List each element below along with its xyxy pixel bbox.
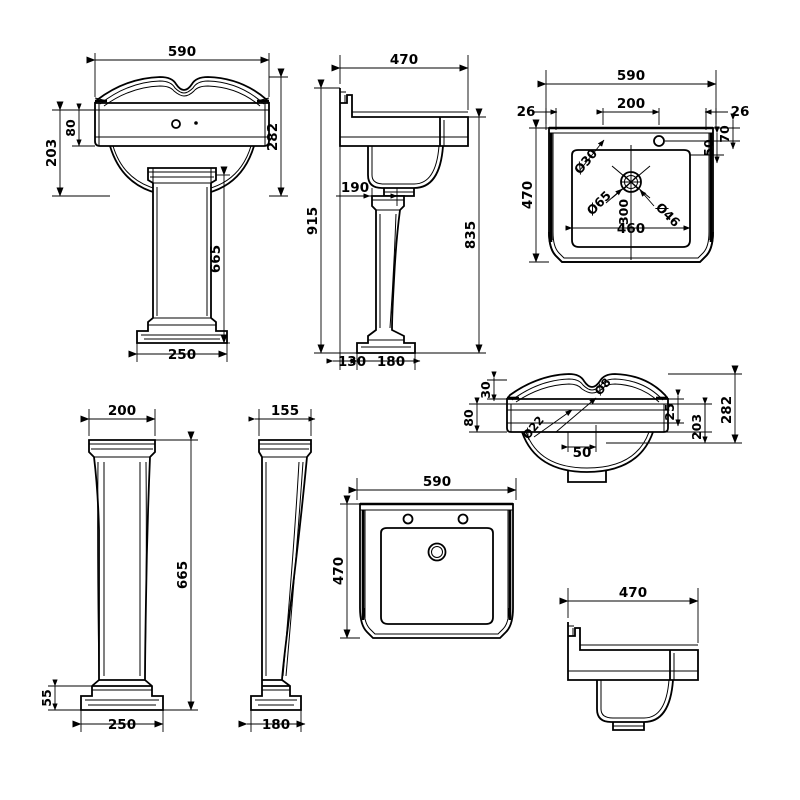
dim-label-915-side: 915 — [305, 207, 321, 235]
view-pedestal-front: 200 665 55 250 — [39, 403, 198, 733]
waste-mark — [171, 119, 181, 129]
dim-label-470-side-section: 470 — [619, 585, 647, 601]
dim-label-460-plan: 460 — [617, 221, 645, 237]
dim-460-plan: 460 — [565, 221, 691, 237]
dim-label-155-pedestal-side: 155 — [271, 403, 299, 419]
dim-470-side-section: 470 — [559, 585, 699, 643]
dim-label-470-side: 470 — [390, 52, 418, 68]
dim-label-203-front: 203 — [44, 139, 60, 167]
dim-470-plan: 470 — [520, 119, 549, 263]
dim-80-section: 80 — [461, 397, 507, 433]
dim-200-plan: 200 — [596, 96, 660, 125]
dim-250-front: 250 — [128, 343, 228, 363]
dim-665-front: 665 — [208, 166, 230, 344]
dim-130-180-side: 130 180 — [326, 146, 421, 370]
pedestal-front-outline — [136, 167, 228, 344]
view-basin-plan: 590 470 — [331, 474, 517, 639]
dim-470-basin-plan: 470 — [331, 495, 360, 639]
dim-26-left-plan: 26 — [517, 104, 558, 130]
dim-203-front: 203 — [44, 101, 110, 197]
basin-side-section-outline — [567, 622, 699, 731]
dim-label-282-front: 282 — [265, 123, 281, 151]
dim-835-side: 835 — [415, 108, 486, 354]
dim-label-665-front: 665 — [208, 245, 224, 273]
dim-label-130-side: 130 — [338, 354, 366, 370]
dim-665-pedestal: 665 — [155, 431, 198, 711]
dim-label-200-plan: 200 — [617, 96, 645, 112]
overflow-mark — [194, 121, 198, 125]
dim-590-basin-plan: 590 — [348, 474, 517, 500]
dim-label-590-front: 590 — [168, 44, 196, 60]
dim-label-470-basin-plan: 470 — [331, 557, 347, 585]
dim-label-180-pedestal-side: 180 — [262, 717, 290, 733]
dim-25-section: 25 — [662, 389, 684, 427]
pedestal-side2-outline — [250, 439, 312, 711]
dim-30-section: 30 — [478, 371, 507, 402]
dim-label-180-side: 180 — [377, 354, 405, 370]
dim-label-26-right-plan: 26 — [731, 104, 750, 120]
dim-label-70-plan: 70 — [717, 125, 732, 143]
dim-180-pedestal-side: 180 — [238, 710, 306, 733]
dim-label-300-plan: 300 — [616, 199, 631, 225]
dim-label-26-left-plan: 26 — [517, 104, 536, 120]
dim-label-200-pedestal: 200 — [108, 403, 136, 419]
view-side-elevation: 470 835 915 190 — [305, 52, 486, 370]
dim-155-pedestal-side: 155 — [248, 403, 316, 436]
dim-label-470-plan: 470 — [520, 181, 536, 209]
dim-label-30-section: 30 — [478, 381, 493, 399]
basin-section-outline — [506, 373, 669, 483]
basin-side-outline — [339, 88, 469, 197]
dim-label-55-pedestal: 55 — [39, 689, 54, 706]
dim-label-665-pedestal: 665 — [175, 561, 191, 589]
dim-300-plan: 300 — [616, 199, 631, 225]
dim-label-590-basin-plan: 590 — [423, 474, 451, 490]
tap-hole-left — [402, 513, 414, 525]
dim-190-side: 190 — [336, 180, 398, 206]
dim-282-section: 282 — [606, 365, 742, 444]
basin-plan2-outline — [359, 502, 514, 639]
view-basin-side-section: 470 — [559, 585, 699, 731]
waste-plan — [427, 542, 447, 562]
dim-label-25-section: 25 — [662, 403, 677, 420]
dim-label-250-pedestal: 250 — [108, 717, 136, 733]
dim-label-203-section: 203 — [689, 414, 704, 440]
dim-470-side: 470 — [331, 52, 469, 110]
dim-label-282-section: 282 — [719, 396, 735, 424]
dim-label-50-plan: 50 — [701, 139, 716, 157]
view-pedestal-side: 155 180 — [238, 403, 316, 733]
basin-plan-detail-outline — [548, 126, 714, 263]
dim-282-front: 282 — [265, 68, 288, 197]
dim-250-pedestal: 250 — [72, 710, 164, 733]
pedestal-front2-outline — [80, 439, 164, 711]
dim-915-side: 915 — [305, 79, 357, 354]
dim-label-80-section: 80 — [461, 409, 476, 427]
dim-50-section: 50 — [561, 425, 597, 461]
dim-50-plan: 50 — [665, 126, 724, 164]
waste-plan-inner — [431, 546, 443, 558]
dim-label-590-plan: 590 — [617, 68, 645, 84]
dim-590-front: 590 — [86, 44, 270, 97]
dim-203-section: 203 — [653, 397, 712, 444]
dim-label-50-section: 50 — [573, 445, 592, 461]
basin-front-outline — [94, 76, 270, 197]
pedestal-side-outline — [356, 195, 416, 354]
tap-hole — [653, 135, 665, 147]
dim-80-front: 80 — [63, 103, 95, 147]
dim-label-250-front: 250 — [168, 347, 196, 363]
tap-hole-right — [457, 513, 469, 525]
dim-label-835-side: 835 — [463, 221, 479, 249]
view-basin-section: 30 80 Ø22 Ø8 50 — [461, 365, 742, 483]
view-front-elevation: 590 282 203 80 665 — [44, 44, 288, 363]
view-plan-detailed: 590 200 26 26 470 — [517, 68, 750, 263]
dim-55-pedestal: 55 — [39, 679, 92, 711]
dim-label-190-side: 190 — [341, 180, 369, 196]
dim-label-80-front: 80 — [63, 119, 78, 137]
dim-200-pedestal: 200 — [80, 403, 156, 436]
